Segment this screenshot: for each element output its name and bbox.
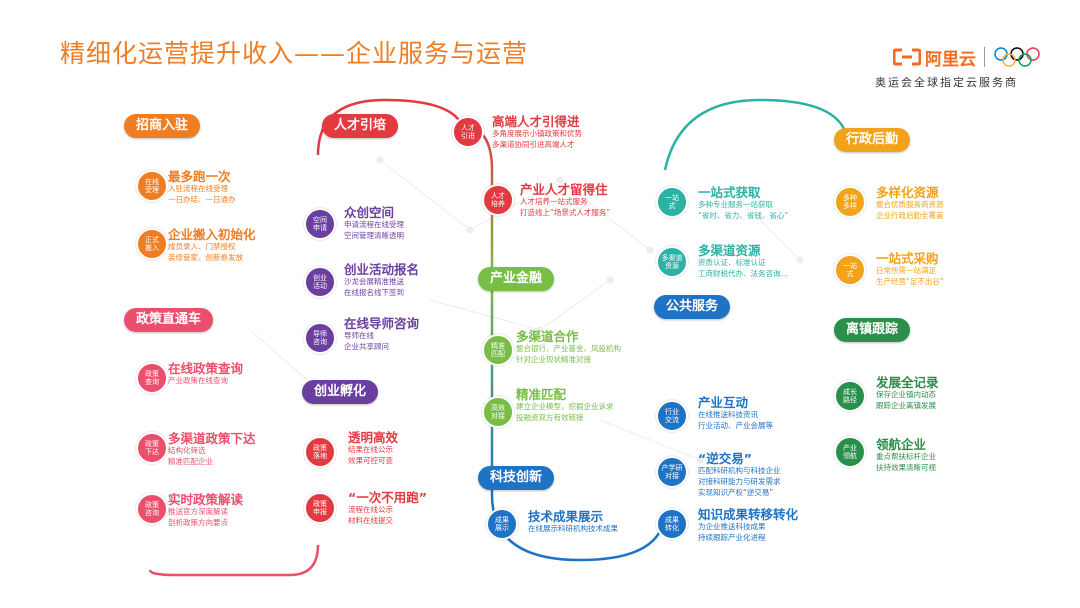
category-kjcx: 科技创新 [478, 466, 555, 490]
service-description: 多种专业服务一站获取 “省时、省力、省钱、省心” [698, 200, 789, 220]
service-title: 实时政策解读 [168, 492, 244, 507]
category-zsrz: 招商入驻 [124, 114, 201, 138]
service-description: 日常所需一站满足 生产经营“足不出谷” [876, 266, 944, 286]
service-description: 保存企业镇内动态 跟踪企业离镇发展 [876, 390, 936, 410]
service-title: 最多跑一次 [168, 169, 231, 184]
service-title: 透明高效 [348, 430, 399, 445]
service-title: 创业活动报名 [344, 262, 420, 277]
category-ggfw: 公共服务 [654, 295, 731, 319]
service-node: 成果 展示 [486, 508, 518, 540]
service-title: 技术成果展示 [528, 509, 604, 524]
service-description: 整合银行、产业基金、风投机构 针对企业现状精准对接 [516, 344, 621, 364]
service-node: 人才 培养 [482, 184, 514, 216]
logo-subtitle: 奥运会全球指定云服务商 [875, 76, 1018, 89]
service-node: 产学研 对接 [656, 456, 688, 488]
olympic-rings-icon [994, 47, 1040, 67]
service-node: 在线 受理 [136, 170, 168, 202]
service-node: 一站 式 [834, 254, 866, 286]
service-node: 产业 领航 [834, 436, 866, 468]
service-description: 流程在线公示 材料在线提交 [348, 505, 393, 525]
service-title: 产业互动 [698, 395, 749, 410]
service-node: 一站 式 [656, 186, 688, 218]
service-description: 结果在线公示 效果可控可查 [348, 445, 393, 465]
service-description: 成员录入、门禁授权 装修管家、创新券发放 [168, 242, 243, 262]
service-description: 入驻流程在线受理 一日办结、一日通办 [168, 184, 236, 204]
service-node: 多种 多样 [834, 186, 866, 218]
service-title: “逆交易” [698, 451, 752, 466]
category-lzgz: 离镇跟踪 [834, 318, 911, 342]
service-node: 政策 落地 [304, 436, 336, 468]
service-node: 政策 下达 [136, 432, 168, 464]
service-node: 成果 转化 [656, 508, 688, 540]
service-title: 企业搬入初始化 [168, 227, 256, 242]
service-node: 行业 交流 [656, 400, 688, 432]
service-node: 精准 匹配 [482, 334, 514, 366]
category-cyfh: 创业孵化 [302, 380, 379, 404]
service-description: 结构化筛选 精准匹配企业 [168, 446, 213, 466]
service-title: 领航企业 [876, 437, 927, 452]
service-description: 申请流程在线受理 空间管理清晰透明 [344, 220, 404, 240]
service-node: 空间 申请 [304, 208, 336, 240]
service-description: 重点帮扶标杆企业 扶持效果清晰可视 [876, 452, 936, 472]
service-node: 导师 咨询 [304, 322, 336, 354]
logo-brand: 阿里云 [925, 49, 976, 70]
page-title: 精细化运营提升收入——企业服务与运营 [60, 39, 529, 68]
service-description: 人才培养一站式服务 打造线上“场景式人才服务” [520, 197, 611, 217]
service-title: 多渠道合作 [516, 329, 579, 344]
service-node: 政策 查询 [136, 362, 168, 394]
service-title: 多渠道政策下达 [168, 431, 256, 446]
service-title: 在线政策查询 [168, 361, 244, 376]
service-node: 政策 申报 [304, 492, 336, 524]
service-title: 发展全记录 [876, 375, 939, 390]
service-title: 多渠道资源 [698, 243, 761, 258]
service-description: 多角度展示小镇政策和优势 多渠道协同引进高端人才 [492, 129, 582, 149]
category-xzhq: 行政后勤 [834, 128, 911, 152]
service-description: 产业政策在线查询 [168, 376, 228, 385]
service-title: 知识成果转移转化 [698, 507, 799, 522]
service-description: 匹配科研机构与科技企业 对接科研能力与研发需求 实现知识产权“逆交易” [698, 466, 781, 497]
service-node: 人才 引进 [452, 116, 484, 148]
aliyun-logo-icon [893, 48, 921, 66]
service-node: 正式 搬入 [136, 228, 168, 260]
service-title: 众创空间 [344, 205, 395, 220]
category-rcyp: 人才引培 [322, 114, 399, 138]
service-description: 沙龙会展精准推送 在线报名线下签到 [344, 277, 404, 297]
service-title: 一站式获取 [698, 185, 761, 200]
logo-divider [984, 47, 985, 67]
service-title: 一站式采购 [876, 251, 939, 266]
service-node: 多渠道 资源 [656, 246, 688, 278]
service-description: 在线推送科技资讯 行业活动、产业会展等 [698, 410, 773, 430]
service-title: 产业人才留得住 [520, 182, 608, 197]
service-description: 整合优质服务商资源 企业行政后勤全覆盖 [876, 200, 944, 220]
service-node: 高效 对接 [482, 396, 514, 428]
service-description: 推送官方深度解读 剖析政策方向要点 [168, 507, 228, 527]
service-title: 在线导师咨询 [344, 316, 420, 331]
service-node: 创业 活动 [304, 266, 336, 298]
service-node: 政策 咨询 [136, 493, 168, 525]
service-description: 在线展示科研机构技术成果 [528, 524, 618, 533]
category-zczt: 政策直通车 [124, 308, 214, 332]
service-title: 高端人才引得进 [492, 114, 580, 129]
aliyun-logo: 阿里云 [893, 44, 1041, 70]
service-title: 多样化资源 [876, 185, 939, 200]
service-title: “一次不用跑” [348, 490, 427, 505]
service-title: 精准匹配 [516, 387, 567, 402]
service-description: 为企业推送科技成果 持续跟踪产业化进程 [698, 522, 766, 542]
service-node: 成长 路径 [834, 380, 866, 412]
category-cyjr: 产业金融 [478, 267, 555, 291]
service-description: 导师在线 企业共享顾问 [344, 331, 389, 351]
service-description: 建立企业模型，挖掘企业诉求 投融资双方有效链接 [516, 402, 614, 422]
service-description: 资质认证、标准认证 工商财税代办、法务咨询... [698, 258, 788, 278]
